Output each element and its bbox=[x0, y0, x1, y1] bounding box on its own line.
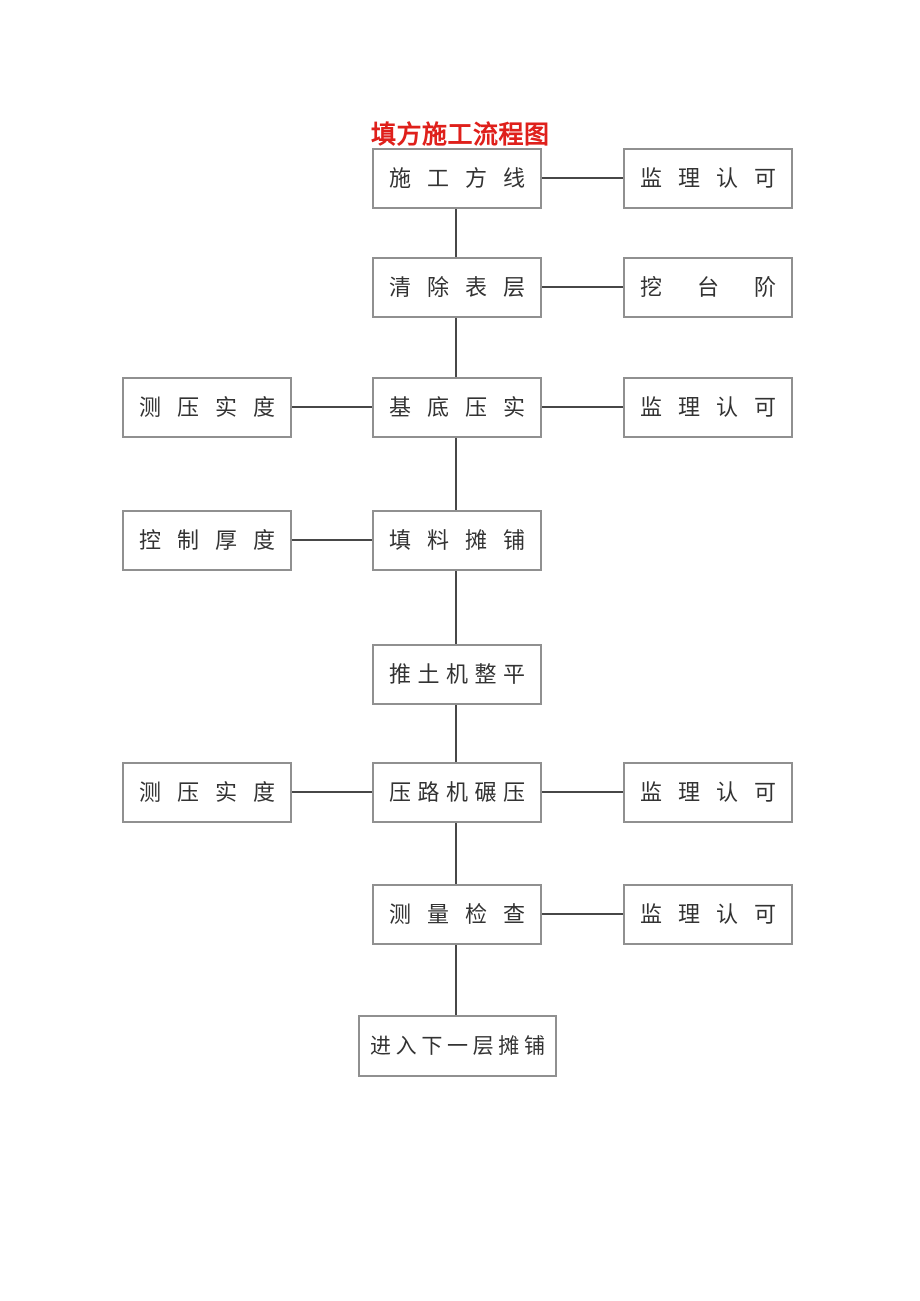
connector-layout-to-clear bbox=[455, 209, 457, 257]
connector-clear-to-digsteps bbox=[542, 286, 623, 288]
node-supervisor-approval-2: 监理认可 bbox=[623, 377, 793, 438]
node-construction-layout: 施工方线 bbox=[372, 148, 542, 209]
connector-base-to-approval2 bbox=[542, 406, 623, 408]
connector-roller-to-survey bbox=[455, 823, 457, 884]
node-fill-spreading: 填料摊铺 bbox=[372, 510, 542, 571]
node-label: 监理认可 bbox=[640, 779, 776, 805]
node-compaction-test-1: 测压实度 bbox=[122, 377, 292, 438]
node-thickness-control: 控制厚度 bbox=[122, 510, 292, 571]
node-label: 填料摊铺 bbox=[389, 527, 525, 553]
connector-test1-to-base bbox=[292, 406, 372, 408]
connector-fill-to-bulldozer bbox=[455, 571, 457, 644]
node-supervisor-approval-1: 监理认可 bbox=[623, 148, 793, 209]
node-label: 挖台阶 bbox=[640, 274, 776, 300]
node-label: 监理认可 bbox=[640, 165, 776, 191]
connector-thickness-to-fill bbox=[292, 539, 372, 541]
node-label: 测量检查 bbox=[389, 901, 525, 927]
node-label: 压路机碾压 bbox=[389, 779, 525, 805]
connector-test2-to-roller bbox=[292, 791, 372, 793]
node-label: 进入下一层摊铺 bbox=[370, 1033, 545, 1058]
node-label: 监理认可 bbox=[640, 394, 776, 420]
connector-survey-to-next-layer bbox=[455, 945, 457, 1015]
node-compaction-test-2: 测压实度 bbox=[122, 762, 292, 823]
node-roller-compaction: 压路机碾压 bbox=[372, 762, 542, 823]
node-label: 推土机整平 bbox=[389, 661, 525, 687]
node-clear-surface: 清除表层 bbox=[372, 257, 542, 318]
flowchart-title: 填方施工流程图 bbox=[371, 121, 550, 149]
node-base-compaction: 基底压实 bbox=[372, 377, 542, 438]
node-label: 施工方线 bbox=[389, 165, 525, 191]
node-label: 监理认可 bbox=[640, 901, 776, 927]
connector-layout-to-approval1 bbox=[542, 177, 623, 179]
connector-roller-to-approval3 bbox=[542, 791, 623, 793]
connector-bulldozer-to-roller bbox=[455, 705, 457, 762]
connector-clear-to-base bbox=[455, 318, 457, 377]
node-label: 测压实度 bbox=[139, 779, 275, 805]
connector-base-to-fill bbox=[455, 438, 457, 510]
node-dig-steps: 挖台阶 bbox=[623, 257, 793, 318]
node-label: 测压实度 bbox=[139, 394, 275, 420]
node-bulldozer-leveling: 推土机整平 bbox=[372, 644, 542, 705]
node-label: 控制厚度 bbox=[139, 527, 275, 553]
node-supervisor-approval-3: 监理认可 bbox=[623, 762, 793, 823]
node-label: 清除表层 bbox=[389, 274, 525, 300]
node-label: 基底压实 bbox=[389, 394, 525, 420]
node-supervisor-approval-4: 监理认可 bbox=[623, 884, 793, 945]
node-next-layer: 进入下一层摊铺 bbox=[358, 1015, 557, 1077]
connector-survey-to-approval4 bbox=[542, 913, 623, 915]
node-survey-check: 测量检查 bbox=[372, 884, 542, 945]
